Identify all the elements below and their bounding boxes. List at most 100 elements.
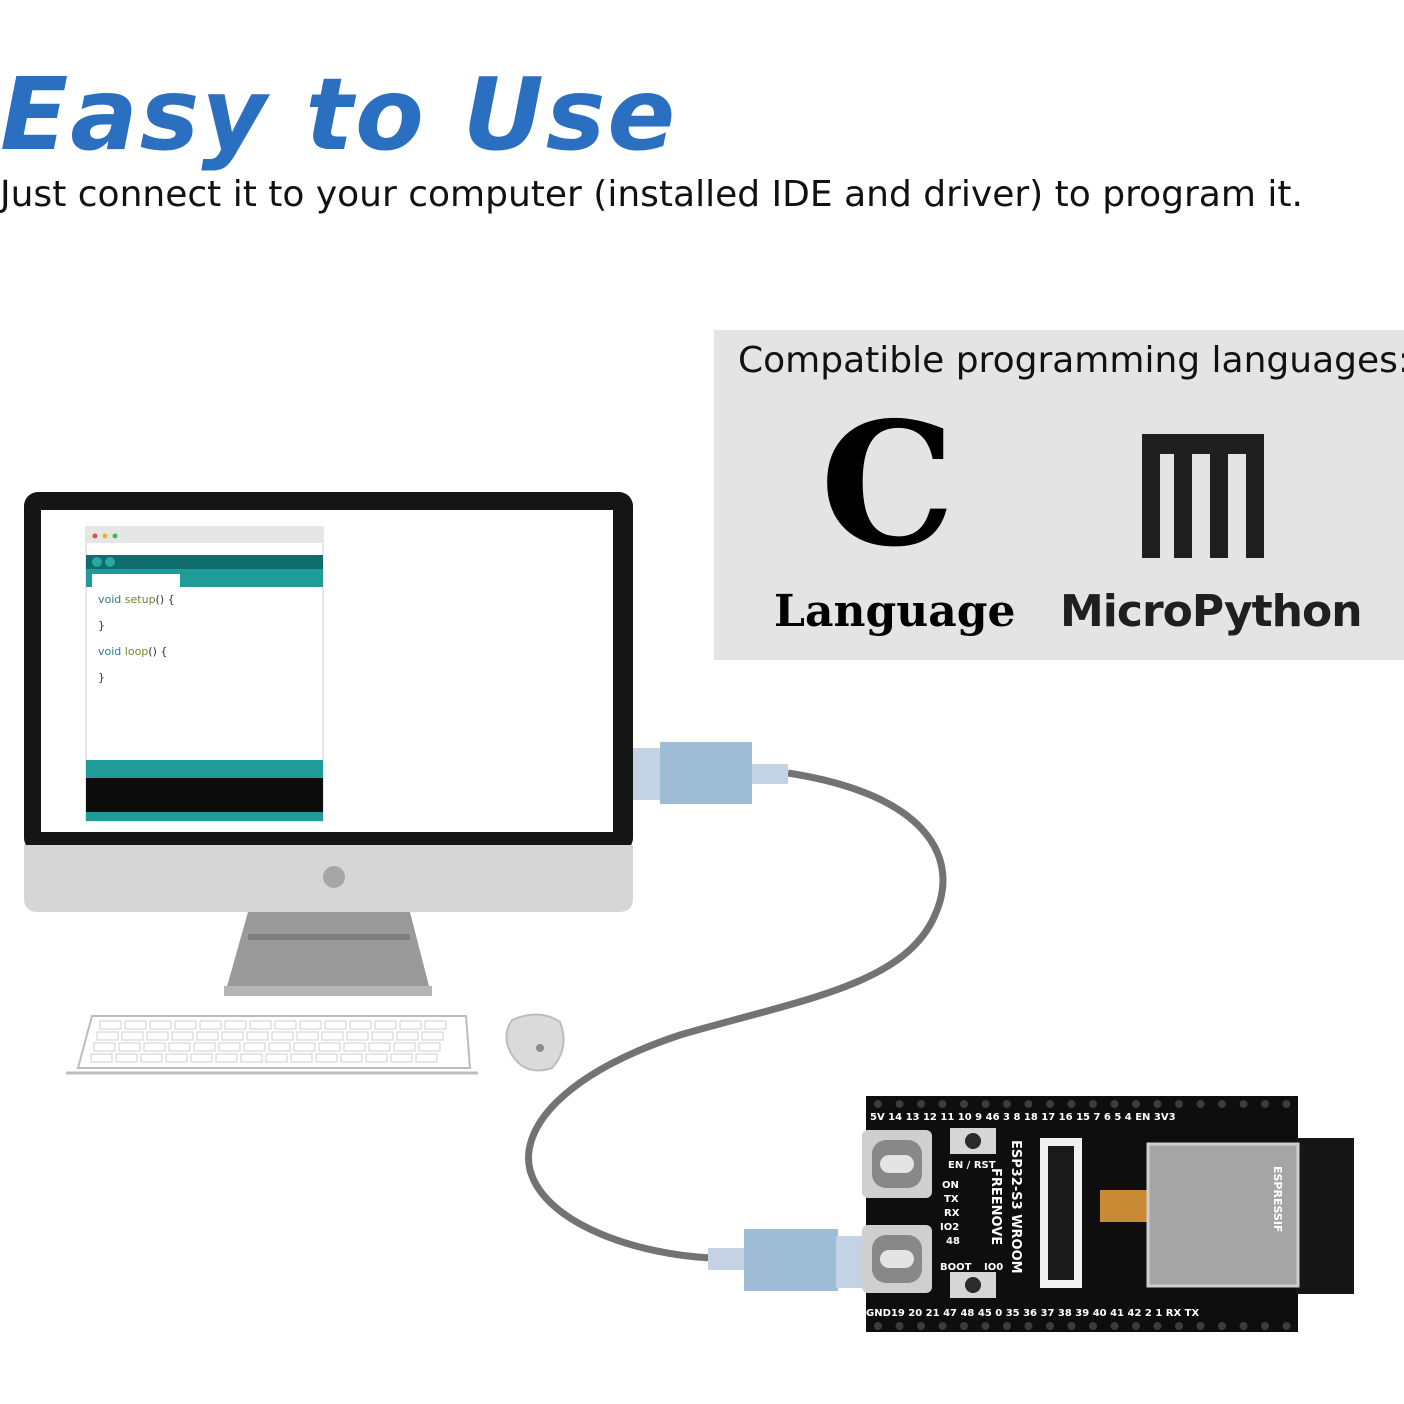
keyboard-key [115,1053,138,1063]
reset-button [950,1128,996,1154]
c-language-label: Language [774,586,1016,637]
module-brand-label: ESPRESSIF [1271,1166,1284,1232]
header-pin [1153,1322,1162,1330]
usb-plug-board [708,1229,866,1291]
led-label-48: 48 [946,1236,960,1247]
header-pin [1282,1100,1291,1108]
keyboard-key [190,1053,213,1063]
header-pin [1261,1100,1269,1108]
header-pin [960,1100,968,1108]
header-pin [1046,1322,1054,1330]
header-pin [938,1100,947,1108]
led-label-tx: TX [944,1194,959,1205]
keyboard-key [90,1053,113,1063]
header-pin [1067,1322,1076,1330]
headline: Easy to Use [0,56,678,173]
header-pin [1282,1322,1291,1330]
keyboard-key [324,1020,347,1030]
micropython-label: MicroPython [1060,586,1363,637]
led-label-rx: RX [944,1208,960,1219]
keyboard-key [224,1020,247,1030]
micropython-logo-icon [1142,434,1264,558]
keyboard-key [371,1031,394,1041]
keyboard-key [249,1020,272,1030]
keyboard-key [218,1042,241,1052]
header-pin [874,1100,882,1108]
keyboard-key [243,1042,266,1052]
header-pin [981,1322,990,1330]
languages-panel: Compatible programming languages: C Lang… [714,330,1404,660]
header-pin [1175,1100,1183,1108]
keyboard-key [321,1031,344,1041]
keyboard-key [415,1053,438,1063]
code-keyword: void [98,593,122,606]
keyboard-key [199,1020,222,1030]
header-pin [1196,1322,1205,1330]
keyboard-key [390,1053,413,1063]
keyboard-key [318,1042,341,1052]
keyboard-key [146,1031,169,1041]
keyboard-key [393,1042,416,1052]
code-function: loop [124,645,149,658]
code-line-1: void setup() { [98,593,175,606]
keyboard-key [343,1042,366,1052]
keyboard-key [268,1042,291,1052]
led-label-on: ON [942,1180,959,1191]
header-pin [874,1322,882,1330]
header-pin [1239,1322,1248,1330]
header-pin [1132,1100,1140,1108]
code-keyword: void [98,645,122,658]
reset-label: EN / RST [948,1160,996,1171]
keyboard-key [299,1020,322,1030]
keyboard-key [368,1042,391,1052]
keyboard-key [193,1042,216,1052]
c-language-logo: C [820,385,956,585]
esp32-board [862,1096,1354,1332]
code-line-4: } [98,671,105,684]
header-pin [938,1322,947,1330]
keyboard-key [121,1031,144,1041]
code-function: setup [124,593,156,606]
usb-c-port-2 [862,1225,932,1293]
header-pin [895,1100,904,1108]
keyboard-key [346,1031,369,1041]
keyboard-key [215,1053,238,1063]
header-pin [1024,1100,1033,1108]
keyboard-key [124,1020,147,1030]
keyboard-key [396,1031,419,1041]
header-pin [1261,1322,1269,1330]
header-pin [1046,1100,1054,1108]
keyboard-key [418,1042,441,1052]
led-label-io2: IO2 [940,1222,959,1233]
keyboard-key [240,1053,263,1063]
ide-window [85,526,324,822]
header-pin [1218,1100,1226,1108]
keyboard-key [221,1031,244,1041]
header-pin [1132,1322,1140,1330]
keyboard-key [293,1042,316,1052]
boot-label: BOOT [940,1262,972,1273]
header-pin [895,1322,904,1330]
mouse [505,1013,565,1072]
board-brand-label: FREENOVE [988,1168,1003,1245]
keyboard-key [340,1053,363,1063]
boot-button [950,1272,996,1298]
keyboard-key [374,1020,397,1030]
keyboard-key [96,1031,119,1041]
keyboard-key [246,1031,269,1041]
keyboard-key [290,1053,313,1063]
bottom-pin-labels: GND19 20 21 47 48 45 0 35 36 37 38 39 40… [866,1308,1199,1319]
code-punct: () { [155,593,175,606]
usb-c-port-1 [862,1130,932,1198]
header-pin [981,1100,990,1108]
header-pin [1003,1100,1011,1108]
keyboard-key [118,1042,141,1052]
code-line-3: void loop() { [98,645,167,658]
header-pin [1175,1322,1183,1330]
keyboard-key [99,1020,122,1030]
keyboard-key [421,1031,444,1041]
header-pin [1218,1322,1226,1330]
keyboard-key [349,1020,372,1030]
header-pin [1110,1100,1119,1108]
